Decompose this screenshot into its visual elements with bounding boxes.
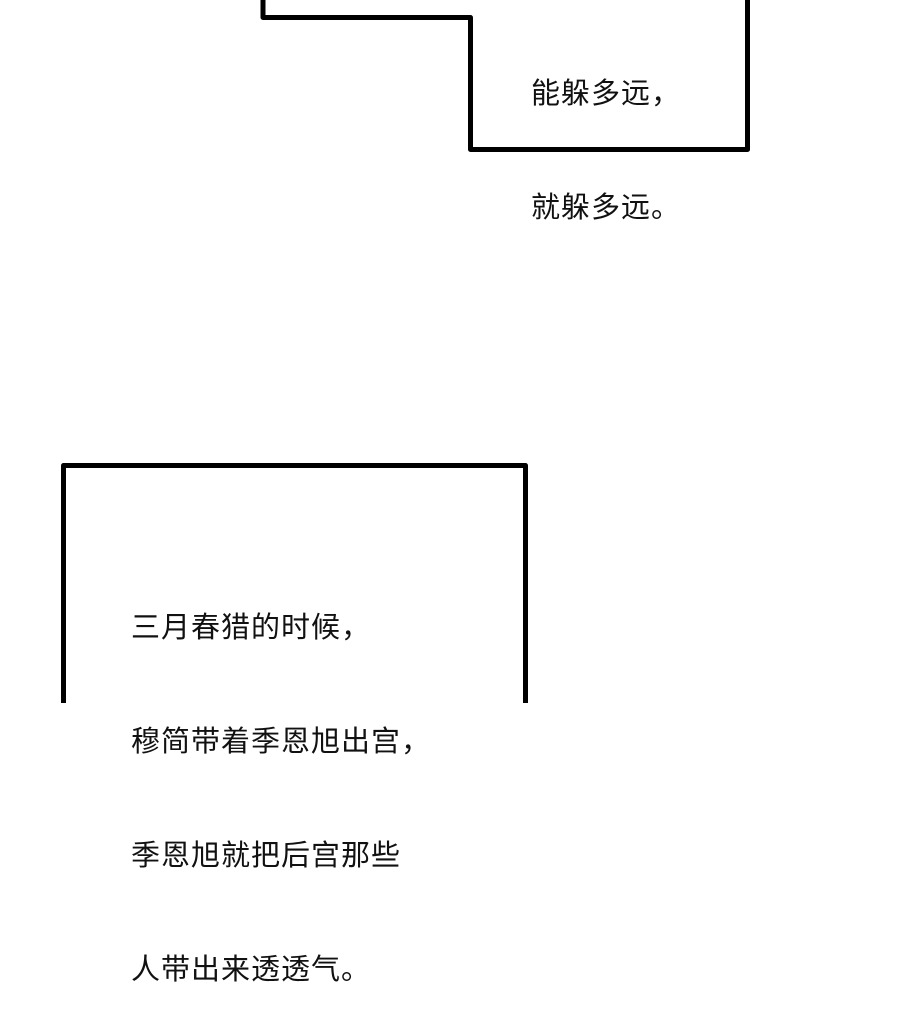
top-panel-caption: 能躲多远， 就躲多远。 (531, 0, 681, 264)
caption-line: 穆简带着季恩旭出宫， (131, 724, 432, 758)
caption-line: 三月春猎的时候， (131, 610, 372, 644)
bottom-panel-border (61, 463, 528, 703)
bottom-panel-caption: 三月春猎的时候， 穆简带着季恩旭出宫， 季恩旭就把后宫那些 人带出来透透气。 (131, 532, 431, 1026)
caption-line: 就躲多远。 (531, 190, 682, 224)
panel-borders (61, 0, 750, 703)
caption-line: 能躲多远， (531, 76, 682, 110)
top-panel-border (260, 0, 750, 152)
caption-line: 人带出来透透气。 (131, 952, 372, 986)
caption-line: 季恩旭就把后宫那些 (131, 838, 402, 872)
